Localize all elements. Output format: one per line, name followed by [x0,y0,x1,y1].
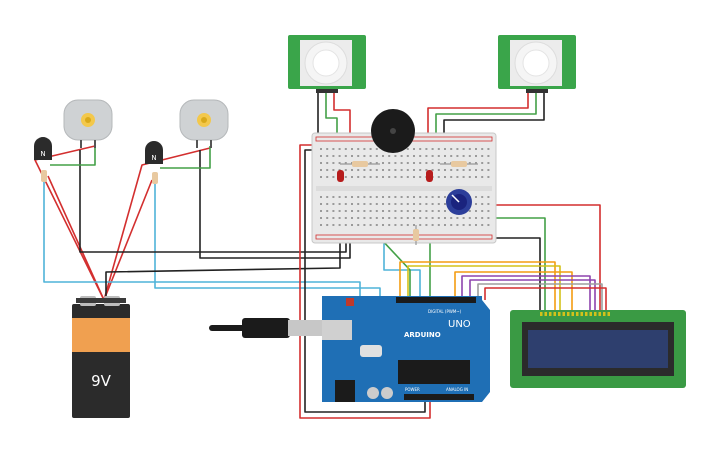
arduino-model: UNO [448,319,471,330]
resistor-bb-3 [413,225,419,245]
potentiometer [446,189,472,215]
battery-9v: 9V [72,296,130,418]
arduino-digital-label: DIGITAL (PWM~) [428,309,462,314]
resistor-bb-2 [440,161,478,167]
wire-pir1-green [325,92,338,145]
wire-lcd-purple-2 [469,279,596,310]
led-2 [426,170,433,182]
wire-pir1-red [333,92,351,145]
wire-lcd-red [484,287,607,310]
wire-lcd-purple-1 [461,275,591,310]
resistor-t2 [152,172,158,184]
lcd-pin-header [540,312,610,316]
wire-black-1 [79,150,347,253]
wire-battery-red-2 [103,179,153,301]
wire-pot-red [470,204,601,310]
transistor-1: N [34,137,52,160]
arduino-uno: ARDUINO UNO DIGITAL (PWM~) POWER ANALOG … [322,296,490,402]
wire-pir2-green [435,92,537,145]
buzzer [371,109,415,153]
wire-pir2-red [427,92,529,145]
dc-motor-1 [63,99,113,148]
wire-black-2 [199,150,351,259]
pir-sensor-2 [498,35,576,93]
wire-lcd-orange-1 [399,261,556,310]
transistor-2-label: N [151,154,156,162]
arduino-power-label: POWER [405,387,420,392]
transistor-1-label: N [40,150,45,158]
breadboard-holes [320,148,490,226]
wire-battery-red-4 [103,147,211,301]
wire-green-2 [160,146,211,169]
wire-red-loop [299,144,431,419]
wire-cyan-1 [43,182,361,300]
usb-cable [209,318,328,338]
wire-black-loop [304,149,426,413]
resistor-t1 [41,170,47,182]
battery-label: 9V [91,372,112,390]
wire-cyan-2 [154,184,381,300]
wire-green-1 [50,146,96,166]
dc-motor-2 [179,99,229,148]
arduino-analog-label: ANALOG IN [446,387,468,392]
wire-black-3 [105,240,341,298]
pir-sensor-1 [288,35,366,93]
wire-pot-black2 [490,237,541,310]
wire-lcd-grey [477,283,603,310]
lcd-16x2 [510,310,686,388]
resistor-bb-1 [340,161,380,167]
transistor-2: N [145,141,163,164]
wires [34,92,607,419]
arduino-brand: ARDUINO [404,331,441,339]
led-1 [337,170,344,182]
wire-lcd-orange-2 [454,271,573,310]
breadboard [311,132,497,244]
